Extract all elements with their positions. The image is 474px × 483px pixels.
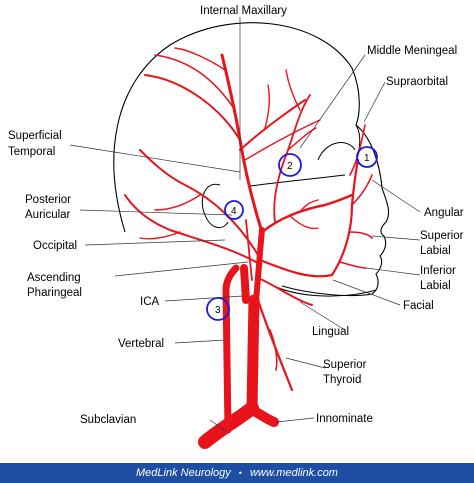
artery-diagram: 1 2 3 4 Internal Maxillary Middle Mening… (8, 5, 464, 449)
label-middle-meningeal: Middle Meningeal (367, 45, 457, 57)
label-angular: Angular (424, 207, 464, 219)
marker-4-circle (224, 200, 244, 220)
arteries (124, 47, 373, 449)
label-inferior-labial-2: Labial (420, 280, 451, 292)
footer-bar: MedLink Neurology • www.medlink.com (0, 463, 474, 483)
marker-2-label: 2 (287, 161, 293, 172)
internal-maxillary-artery (260, 193, 354, 234)
label-inferior-labial-1: Inferior (420, 265, 456, 277)
label-lingual: Lingual (312, 326, 349, 338)
external-carotid-artery (253, 227, 265, 303)
middle-meningeal-artery (273, 94, 311, 223)
ascending-pharyngeal-artery (245, 219, 253, 281)
label-occipital: Occipital (33, 240, 77, 252)
marker-4-label: 4 (231, 206, 237, 217)
label-ascending-pharingeal-2: Pharingeal (27, 287, 82, 299)
marker-2-circle (278, 153, 302, 177)
markers (206, 146, 378, 321)
common-carotid-artery (246, 294, 260, 414)
label-superior-thyroid-2: Thyroid (323, 374, 361, 386)
label-superior-labial-2: Labial (420, 245, 451, 257)
lingual-artery (257, 277, 313, 306)
ica-artery (240, 264, 250, 304)
label-superior-thyroid-1: Superior (323, 359, 367, 371)
label-vertebral: Vertebral (118, 338, 164, 350)
label-facial: Facial (403, 300, 434, 312)
angular-artery (351, 174, 373, 206)
label-subclavian: Subclavian (80, 414, 136, 426)
posterior-auricular-artery (139, 149, 259, 256)
vertebral-artery (222, 264, 240, 434)
marker-1-label: 1 (364, 153, 370, 164)
label-innominate: Innominate (316, 413, 373, 425)
label-superior-labial-1: Superior (420, 230, 464, 242)
label-supraorbital: Supraorbital (386, 76, 448, 88)
occipital-artery (124, 194, 257, 263)
marker-3-circle (206, 297, 230, 321)
label-internal-maxillary: Internal Maxillary (200, 5, 287, 17)
inferior-labial-artery (339, 261, 367, 269)
zygomatic-outline (249, 174, 346, 187)
leader-lines (69, 17, 421, 433)
marker-3-label: 3 (215, 305, 221, 316)
label-posterior-auricular-2: Auricular (25, 209, 71, 221)
ear-outline (201, 183, 229, 229)
marker-1-circle (356, 146, 378, 168)
head-outline (113, 22, 390, 297)
label-superficial-temporal-1: Superficial (8, 130, 62, 142)
eye-outline (317, 142, 356, 161)
footer-separator: • (238, 468, 242, 478)
label-ascending-pharingeal-1: Ascending (27, 272, 81, 284)
label-superficial-temporal-2: Temporal (8, 146, 55, 158)
label-ica: ICA (140, 296, 160, 308)
facial-artery (258, 158, 360, 278)
label-posterior-auricular-1: Posterior (25, 194, 71, 206)
footer-brand: MedLink Neurology (136, 467, 231, 479)
superior-labial-artery (349, 231, 373, 239)
footer-url[interactable]: www.medlink.com (249, 467, 338, 479)
